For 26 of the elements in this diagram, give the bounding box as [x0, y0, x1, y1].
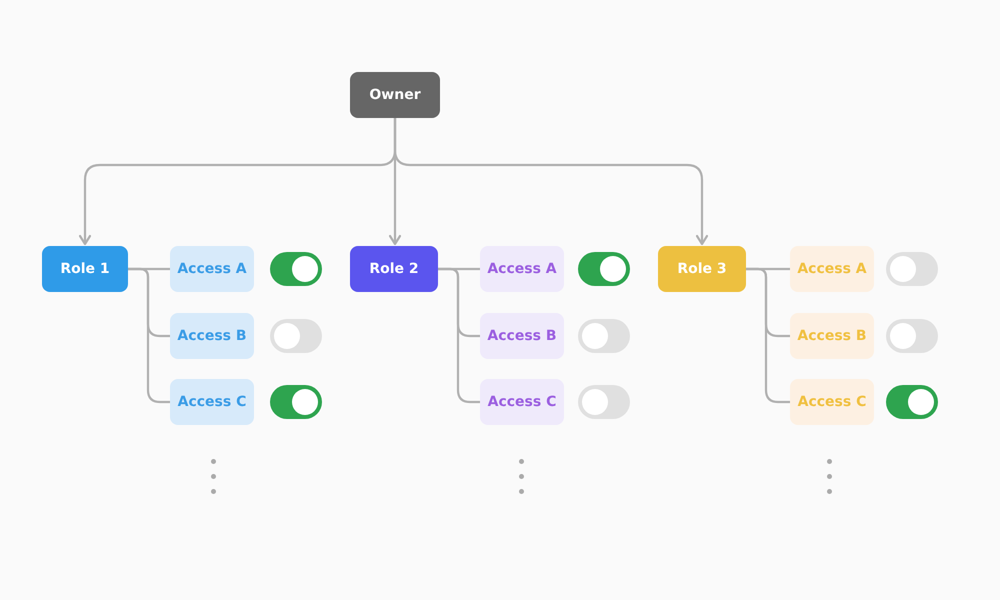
access-box: Access A [170, 246, 254, 292]
access-box: Access B [170, 313, 254, 359]
toggle-switch [270, 385, 322, 419]
role-box: Role 1 [42, 246, 128, 292]
access-box: Access A [790, 246, 874, 292]
owner-box: Owner [350, 72, 440, 118]
toggle-switch [886, 319, 938, 353]
arrow [394, 118, 708, 246]
toggle-switch [270, 252, 322, 286]
role-box: Role 3 [658, 246, 746, 292]
toggle-switch [578, 252, 630, 286]
access-box: Access C [790, 379, 874, 425]
role-box: Role 2 [350, 246, 438, 292]
connector-line [746, 268, 790, 404]
connector-line [438, 268, 480, 404]
toggle-switch [578, 385, 630, 419]
access-box: Access C [480, 379, 564, 425]
connector-line [128, 268, 170, 404]
access-box: Access C [170, 379, 254, 425]
toggle-switch [886, 252, 938, 286]
toggle-switch [886, 385, 938, 419]
access-box: Access A [480, 246, 564, 292]
access-box: Access B [790, 313, 874, 359]
access-box: Access B [480, 313, 564, 359]
toggle-switch [578, 319, 630, 353]
toggle-switch [270, 319, 322, 353]
